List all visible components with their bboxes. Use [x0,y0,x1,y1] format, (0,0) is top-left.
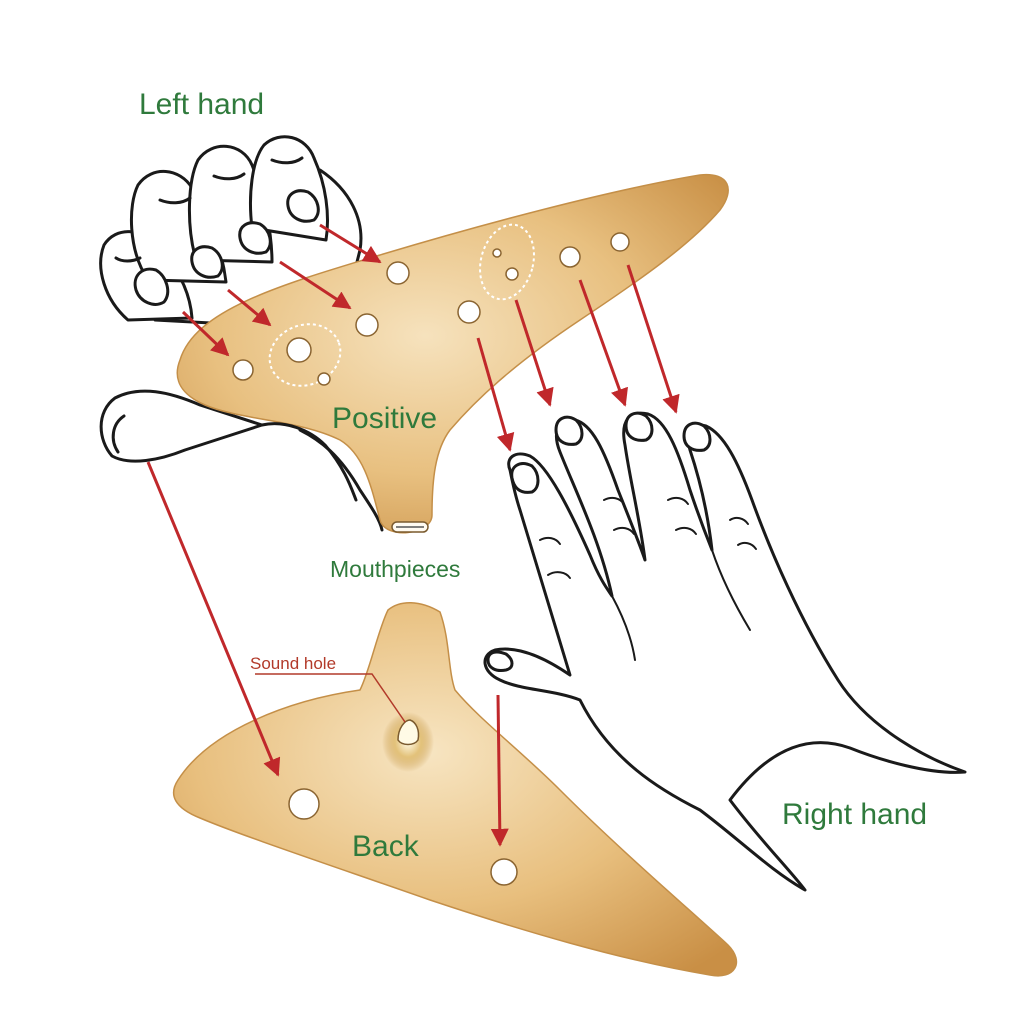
left-thumb [99,389,264,463]
right-hand-illustration [483,411,967,892]
left-hand-illustration [99,135,384,532]
red-arrow-icon [146,223,680,847]
sound-hole-icon [397,719,420,746]
back-label: Back [352,830,419,863]
front-small-hole-group [268,323,342,387]
finger-hole-icon [232,232,630,386]
mouthpieces-label: Mouthpieces [330,556,461,582]
front-small-hole-group-2 [479,223,535,301]
back-finger-hole-right [490,858,518,886]
right-hand-label: Right hand [782,798,928,831]
ocarina-back [172,602,738,977]
sound-hole-leader [255,673,406,723]
left-hand-label: Left hand [139,88,265,121]
ocarina-front [176,174,729,534]
sound-hole-label: Sound hole [250,654,337,673]
positive-label: Positive [332,402,438,435]
back-finger-hole-left [288,788,320,820]
